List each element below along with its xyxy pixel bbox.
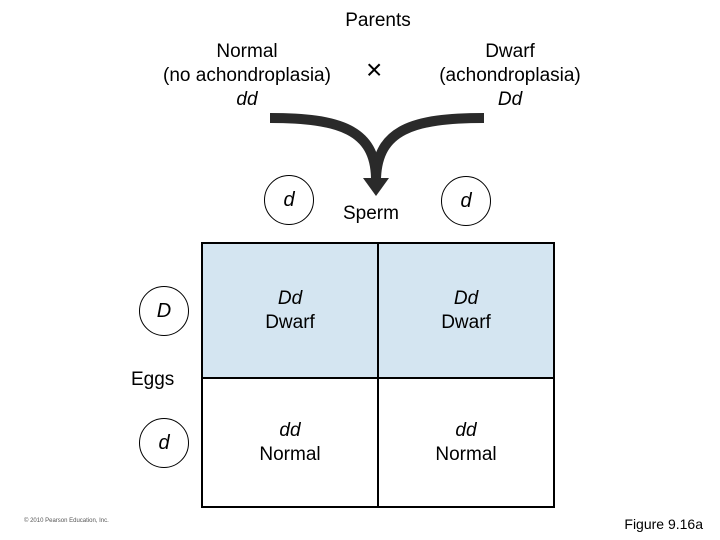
parent-left-phenotype: Normal [216,41,278,62]
sperm-allele-2: d [441,176,491,226]
punnett-square: Dd Dwarf Dd Dwarf dd Normal dd Normal [201,242,555,508]
sperm-label: Sperm [343,203,399,224]
copyright-notice: © 2010 Pearson Education, Inc. [24,518,109,524]
parent-left-description: (no achondroplasia) [163,65,331,86]
sperm-allele-1: d [264,175,314,225]
egg-allele-1: D [139,286,189,336]
diagram-title: Parents [345,10,411,31]
parent-left-genotype: dd [236,89,258,110]
cell-phenotype: Normal [259,443,321,465]
parent-right-genotype: Dd [497,89,523,110]
cell-genotype: Dd [277,287,303,309]
punnett-cell-r1c1: Dd Dwarf [203,244,379,379]
parent-right-phenotype: Dwarf [485,41,535,62]
eggs-label: Eggs [131,369,175,390]
figure-label: Figure 9.16a [624,516,703,532]
egg-allele-2: d [139,418,189,468]
punnett-cell-r2c1: dd Normal [203,379,379,506]
cell-phenotype: Normal [435,443,497,465]
cell-genotype: Dd [453,287,479,309]
parent-right: Dwarf (achondroplasia) Dd [410,40,610,112]
cell-genotype: dd [455,419,477,441]
punnett-cell-r2c2: dd Normal [379,379,553,506]
cell-phenotype: Dwarf [265,311,315,333]
cross-symbol: × [366,54,383,85]
cell-phenotype: Dwarf [441,311,491,333]
parent-left: Normal (no achondroplasia) dd [132,40,362,112]
arrow-right-branch [371,113,485,179]
parent-right-description: (achondroplasia) [439,65,581,86]
arrow-left-branch [269,113,381,179]
punnett-cell-r1c2: Dd Dwarf [379,244,553,379]
arrow-head [363,178,389,196]
cell-genotype: dd [279,419,301,441]
